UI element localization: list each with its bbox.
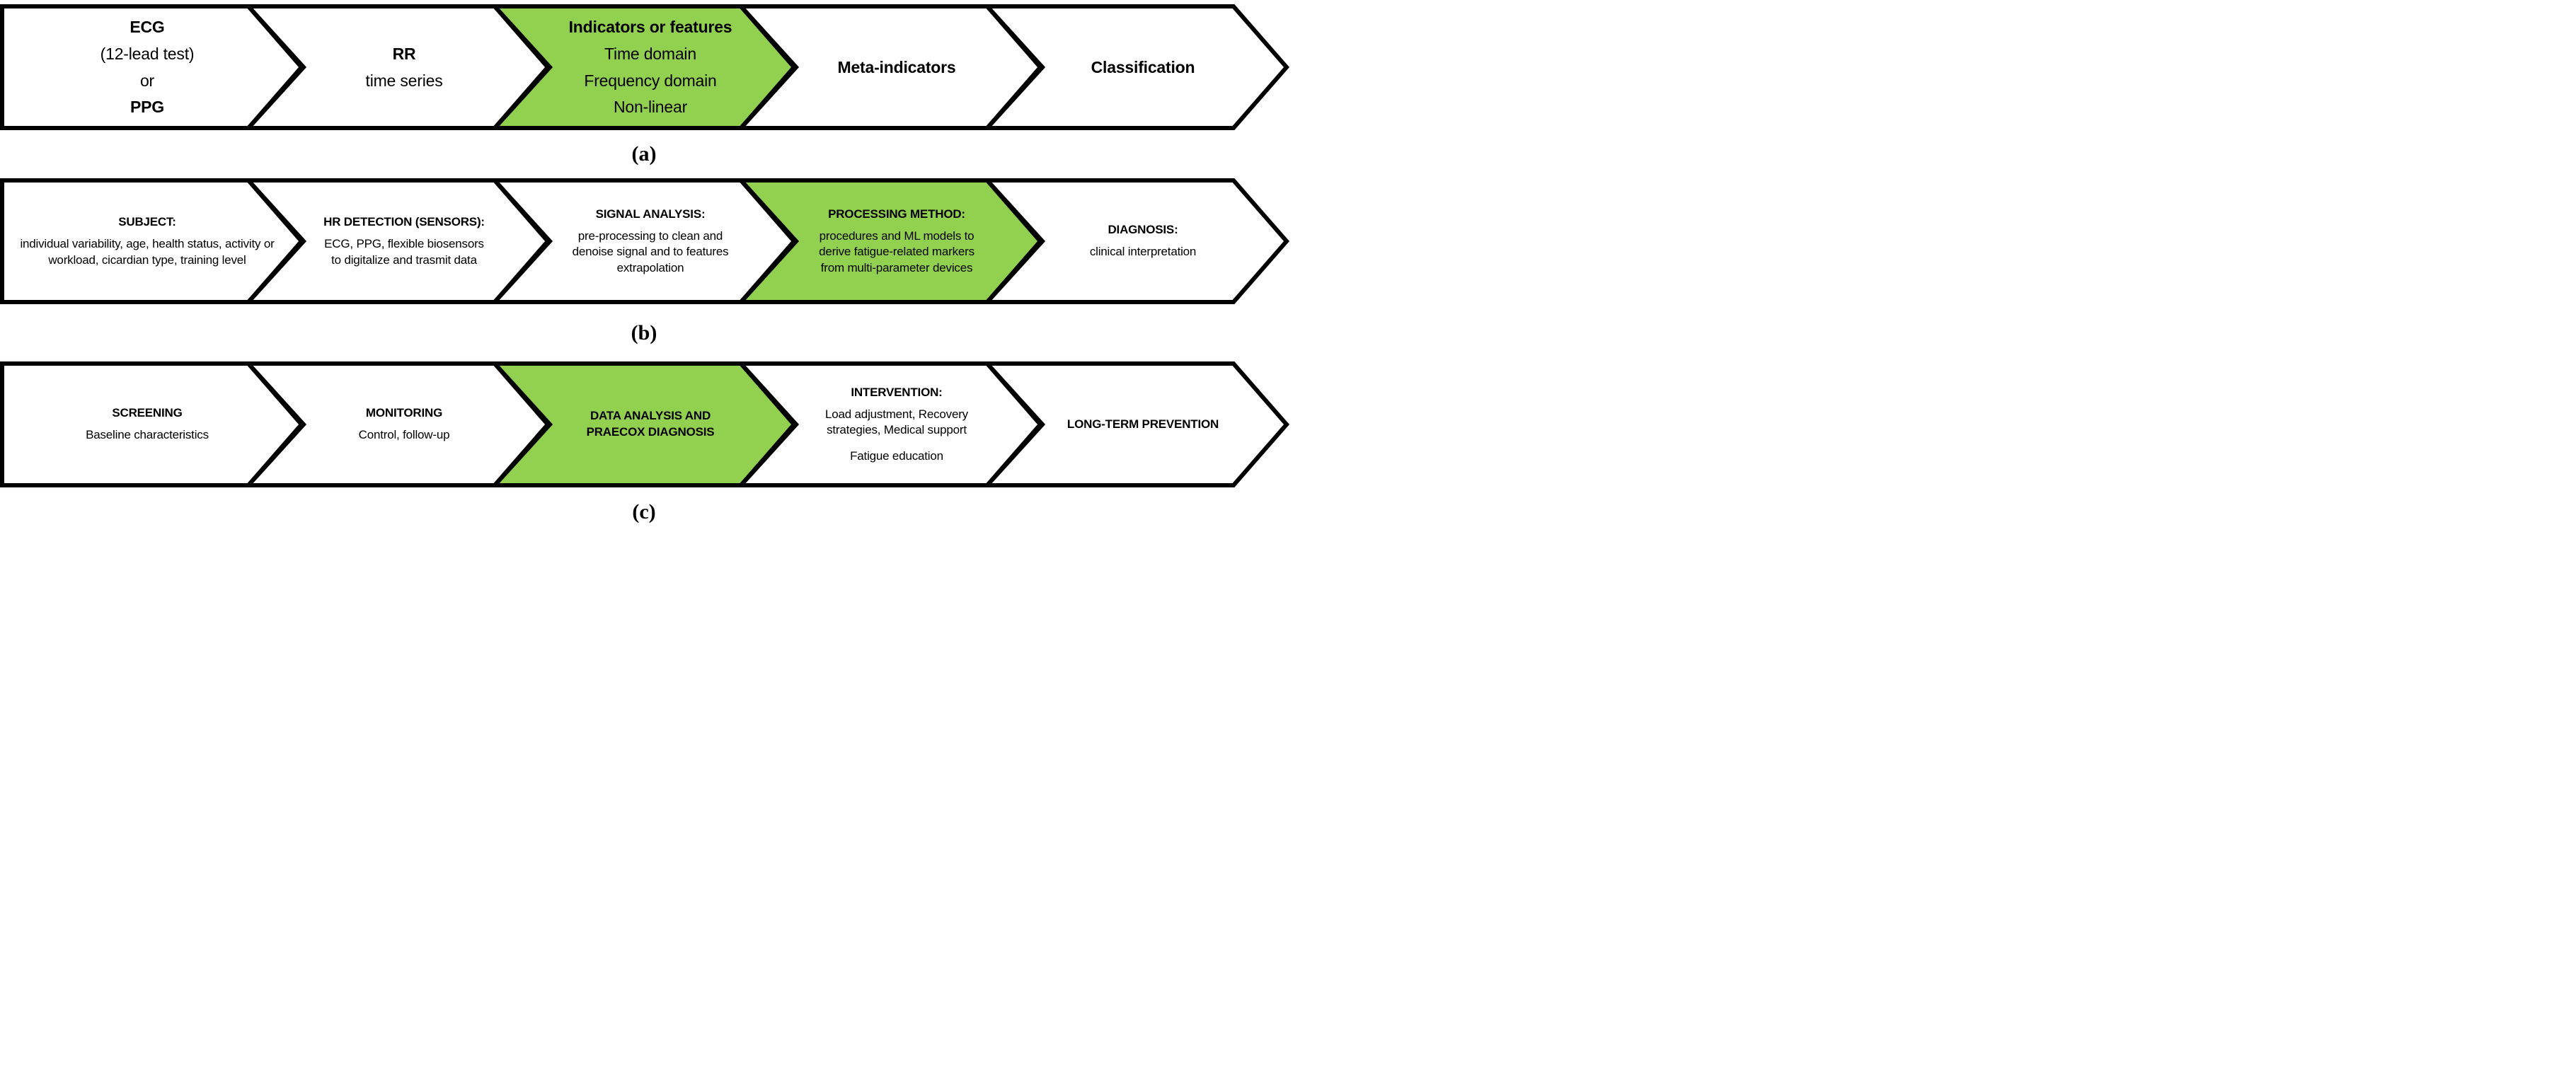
flow-row-a-shapes	[0, 4, 1289, 130]
panel-label-b-text: (b)	[631, 320, 657, 345]
figure: ECG (12-lead test) or PPG RR time series…	[0, 0, 1289, 536]
flow-step-long-term-prevention: LONG-TERM PREVENTION	[1026, 361, 1260, 488]
flow-step-intervention: INTERVENTION: Load adjustment, Recovery …	[780, 361, 1013, 488]
flow-step-monitoring: MONITORING Control, follow-up	[287, 361, 521, 488]
step-line: (12-lead test)	[100, 44, 195, 63]
step-line: Classification	[1091, 57, 1195, 76]
step-line: PPG	[130, 98, 164, 117]
step-heading: SUBJECT:	[118, 215, 176, 229]
flow-step-subject: SUBJECT: individual variability, age, he…	[2, 178, 292, 305]
chevron-shape-b5	[982, 178, 1289, 304]
chevron-shape-a5	[982, 4, 1289, 130]
flow-step-data-analysis-praecox: DATA ANALYSIS AND PRAECOX DIAGNOSIS	[534, 361, 767, 488]
step-heading: PROCESSING METHOD:	[828, 207, 965, 221]
step-body: Load adjustment, Recovery strategies, Me…	[825, 407, 968, 437]
flow-step-diagnosis: DIAGNOSIS: clinical interpretation	[1026, 178, 1260, 305]
step-line: or	[139, 71, 155, 90]
step-line: ECG	[130, 17, 165, 36]
flow-row-c: SCREENING Baseline characteristics MONIT…	[0, 361, 1289, 488]
step-heading: SIGNAL ANALYSIS:	[595, 207, 706, 221]
step-heading: INTERVENTION:	[851, 385, 943, 399]
step-body: clinical interpretation	[1089, 245, 1197, 259]
flow-step-hr-detection: HR DETECTION (SENSORS): ECG, PPG, flexib…	[287, 178, 521, 305]
step-heading: DIAGNOSIS:	[1108, 223, 1178, 237]
flow-row-b: SUBJECT: individual variability, age, he…	[0, 178, 1289, 305]
step-body: individual variability, age, health stat…	[20, 237, 275, 267]
panel-label-b: (b)	[0, 305, 1288, 361]
panel-label-a-text: (a)	[631, 142, 657, 166]
flow-step-meta-indicators: Meta-indicators	[780, 4, 1013, 131]
step-heading: HR DETECTION (SENSORS):	[323, 215, 485, 229]
step-body: Baseline characteristics	[86, 428, 209, 442]
chevron-shape-c5	[982, 361, 1289, 487]
step-line: Indicators or features	[568, 17, 732, 36]
step-line: Time domain	[604, 44, 696, 63]
panel-label-c: (c)	[0, 488, 1288, 536]
flow-row-c-shapes	[0, 361, 1289, 487]
step-body: ECG, PPG, flexible biosensors to digital…	[324, 237, 484, 267]
step-line: Non-linear	[613, 98, 688, 117]
step-line: time series	[365, 71, 443, 90]
flow-step-signal-analysis: SIGNAL ANALYSIS: pre-processing to clean…	[534, 178, 767, 305]
flow-step-classification: Classification	[1026, 4, 1260, 131]
step-body-secondary: Fatigue education	[850, 448, 943, 463]
flow-step-ecg-ppg: ECG (12-lead test) or PPG	[2, 4, 292, 131]
step-body: pre-processing to clean and denoise sign…	[572, 228, 729, 274]
flow-row-a: ECG (12-lead test) or PPG RR time series…	[0, 4, 1289, 131]
step-line: RR	[392, 44, 416, 63]
panel-label-c-text: (c)	[632, 499, 656, 523]
step-body: Control, follow-up	[358, 428, 450, 442]
flow-row-b-shapes	[0, 178, 1289, 304]
step-heading: DATA ANALYSIS AND PRAECOX DIAGNOSIS	[586, 409, 715, 439]
flow-step-indicators-features: Indicators or features Time domain Frequ…	[534, 4, 767, 131]
step-line: Frequency domain	[584, 71, 717, 90]
panel-label-a: (a)	[0, 131, 1288, 178]
flow-step-rr-time-series: RR time series	[287, 4, 521, 131]
step-heading: SCREENING	[112, 406, 183, 420]
step-body: procedures and ML models to derive fatig…	[819, 228, 974, 274]
flow-step-screening: SCREENING Baseline characteristics	[2, 361, 292, 488]
step-heading: MONITORING	[365, 406, 443, 420]
step-heading: LONG-TERM PREVENTION	[1066, 417, 1219, 431]
step-line: Meta-indicators	[837, 57, 956, 76]
flow-step-processing-method: PROCESSING METHOD: procedures and ML mod…	[780, 178, 1013, 305]
